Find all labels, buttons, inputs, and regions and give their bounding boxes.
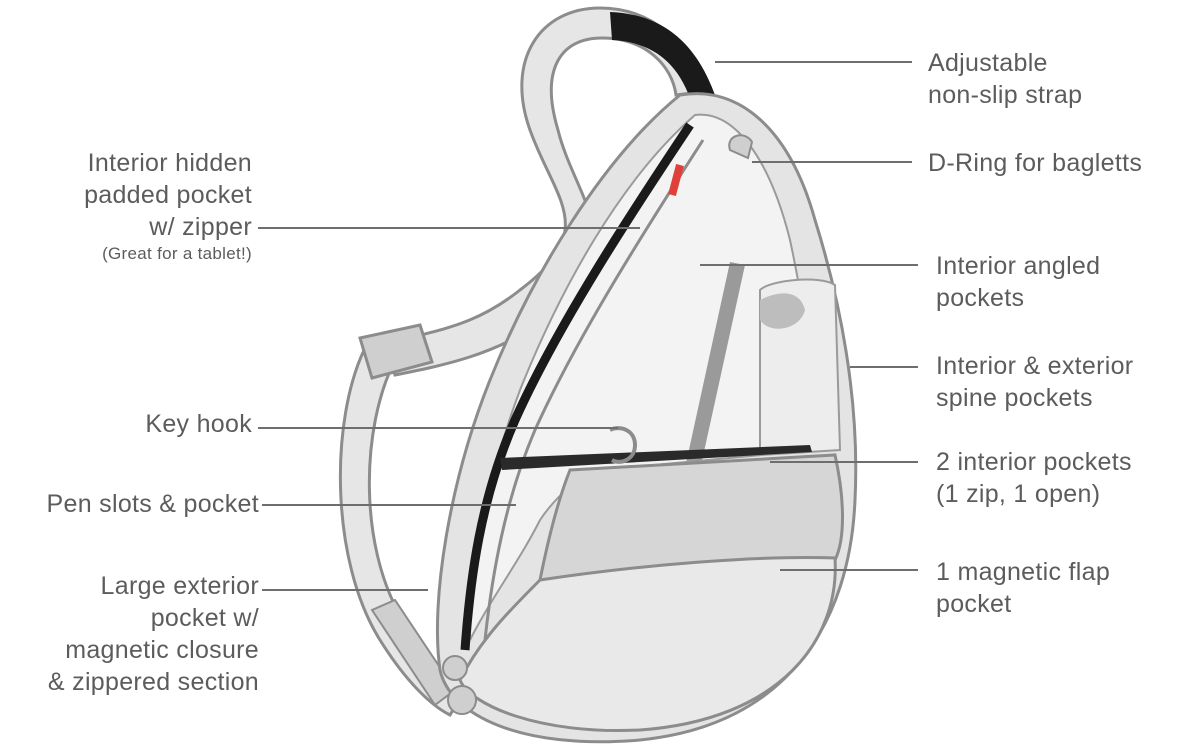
label-line: Pen slots & pocket	[46, 490, 259, 518]
label-line: D-Ring for bagletts	[928, 149, 1143, 177]
label-line: magnetic closure	[65, 636, 259, 664]
label-d-ring: D-Ring for bagletts	[928, 147, 1193, 179]
label-line: Key hook	[145, 410, 252, 438]
label-line: & zippered section	[47, 668, 259, 696]
label-note: (Great for a tablet!)	[102, 244, 252, 263]
label-line: padded pocket	[84, 181, 252, 209]
label-line: Interior hidden	[87, 149, 252, 177]
label-large-exterior-pocket: Large exterior pocket w/ magnetic closur…	[0, 570, 259, 698]
label-spine-pockets: Interior & exterior spine pockets	[936, 350, 1196, 414]
label-magnetic-flap-pocket: 1 magnetic flap pocket	[936, 556, 1196, 620]
label-line: pocket w/	[150, 604, 259, 632]
label-line: pockets	[936, 284, 1025, 312]
label-line: 2 interior pockets	[936, 448, 1132, 476]
label-line: (1 zip, 1 open)	[936, 480, 1101, 508]
label-line: 1 magnetic flap	[936, 558, 1111, 586]
label-line: Interior & exterior	[936, 352, 1134, 380]
label-adjustable-strap: Adjustable non-slip strap	[928, 47, 1188, 111]
label-two-interior-pockets: 2 interior pockets (1 zip, 1 open)	[936, 446, 1196, 510]
leader-lines	[258, 61, 918, 591]
label-pen-slots: Pen slots & pocket	[0, 488, 259, 520]
label-line: spine pockets	[936, 384, 1093, 412]
label-line: non-slip strap	[928, 81, 1083, 109]
label-interior-hidden-pocket: Interior hidden padded pocket w/ zipper …	[0, 147, 252, 265]
label-interior-angled-pockets: Interior angled pockets	[936, 250, 1196, 314]
label-key-hook: Key hook	[0, 408, 252, 440]
label-line: Adjustable	[928, 49, 1048, 77]
label-line: Large exterior	[100, 572, 259, 600]
label-line: Interior angled	[936, 252, 1101, 280]
label-line: pocket	[936, 590, 1012, 618]
label-line: w/ zipper	[149, 213, 252, 241]
bag-body	[435, 92, 858, 744]
